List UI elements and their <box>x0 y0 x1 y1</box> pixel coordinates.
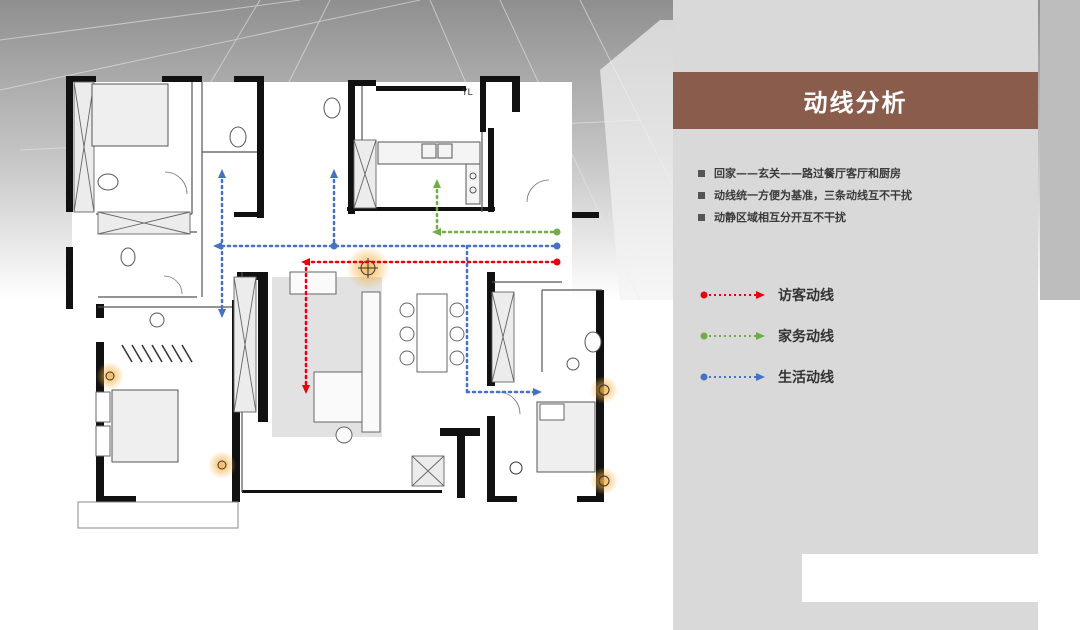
legend: 访客动线 家务动线 生活动线 <box>700 274 834 397</box>
beds <box>91 83 596 473</box>
living-flow-arrows <box>213 169 561 396</box>
white-box <box>802 554 1038 602</box>
cabinets <box>73 81 515 487</box>
sanitary <box>97 97 602 371</box>
balcony <box>77 501 239 529</box>
page-title: 动线分析 <box>803 89 908 117</box>
headboard-slats <box>121 344 193 363</box>
visitor-flow-line <box>304 260 559 392</box>
door-swings <box>163 171 550 415</box>
legend-housework: 家务动线 <box>700 315 834 356</box>
red-dotted-arrow-icon <box>700 290 765 299</box>
dining-set <box>399 293 465 373</box>
square-bullet-icon <box>698 213 705 221</box>
kitchen-counter <box>377 141 481 205</box>
bullet-list: 回家——玄关——路过餐厅客厅和厨房 动线统一方便为基准，三条动线互不干扰 动静区… <box>698 162 912 228</box>
bullet-text: 回家——玄关——路过餐厅客厅和厨房 <box>714 167 901 180</box>
floor-plan: YL <box>66 76 618 529</box>
green-dotted-arrow-icon <box>700 331 765 340</box>
blue-dotted-arrow-icon <box>700 372 765 381</box>
square-bullet-icon <box>698 191 705 199</box>
yl-label: YL <box>461 88 473 98</box>
bullet-item: 动线统一方便为基准，三条动线互不干扰 <box>698 184 912 206</box>
housework-flow-line <box>435 182 559 234</box>
legend-label: 访客动线 <box>778 287 834 304</box>
title-band: 动线分析 <box>673 72 1038 129</box>
legend-label: 家务动线 <box>778 328 834 345</box>
legend-living: 生活动线 <box>700 356 834 397</box>
legend-label: 生活动线 <box>778 369 834 386</box>
living-flow-line <box>220 172 559 394</box>
bullet-text: 动静区域相互分开互不干扰 <box>714 211 846 224</box>
sofa <box>289 271 381 444</box>
pillows <box>95 391 565 457</box>
bullet-item: 回家——玄关——路过餐厅客厅和厨房 <box>698 162 912 184</box>
visitor-flow-arrows <box>301 258 561 394</box>
bullet-text: 动线统一方便为基准，三条动线互不干扰 <box>714 189 912 202</box>
bullet-item: 动静区域相互分开互不干扰 <box>698 206 912 228</box>
square-bullet-icon <box>698 169 705 177</box>
legend-visitor: 访客动线 <box>700 274 834 315</box>
housework-flow-arrows <box>432 179 561 236</box>
